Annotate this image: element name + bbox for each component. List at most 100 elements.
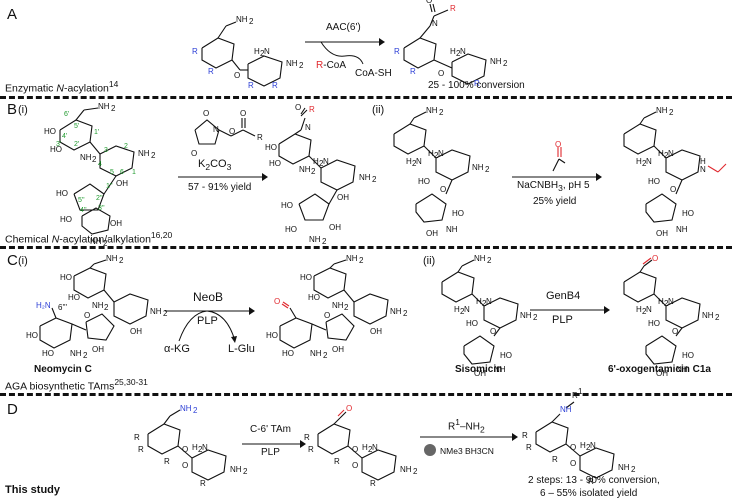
svg-text:O: O (182, 461, 188, 470)
svg-text:2: 2 (163, 309, 168, 318)
svg-text:O: O (352, 445, 358, 454)
svg-text:NH: NH (490, 57, 502, 66)
svg-text:OH: OH (130, 327, 142, 336)
svg-text:O: O (570, 443, 576, 452)
svg-text:R: R (192, 47, 198, 56)
yield-b-ii: 25% yield (533, 196, 577, 207)
enzyme-label-neob: NeoB (193, 290, 224, 304)
svg-text:OH: OH (92, 345, 104, 354)
svg-text:O: O (240, 109, 246, 118)
result-d-line-2: 6 – 55% isolated yield (540, 488, 638, 499)
svg-text:NH: NH (702, 311, 714, 320)
compound-name-6-oxogentamicin: 6'-oxogentamicin C1a (608, 364, 711, 375)
svg-text:R: R (200, 479, 206, 488)
svg-text:OH: OH (332, 345, 344, 354)
svg-text:R: R (304, 433, 310, 442)
svg-text:2: 2 (664, 299, 669, 308)
svg-text:R: R (526, 443, 532, 452)
svg-text:6''': 6''' (58, 303, 68, 312)
svg-text:HO: HO (308, 293, 320, 302)
reaction-arrow-b-i (178, 173, 268, 181)
reaction-arrow-c-ii (530, 306, 610, 314)
reaction-arrow-b-ii (512, 173, 602, 181)
svg-text:2: 2 (631, 465, 636, 474)
svg-text:H: H (313, 157, 319, 166)
svg-text:NH: NH (92, 301, 104, 310)
svg-text:NH: NH (230, 465, 242, 474)
svg-text:N: N (700, 165, 706, 174)
svg-text:OH: OH (116, 179, 128, 188)
svg-text:H: H (362, 443, 368, 452)
svg-text:HO: HO (56, 189, 68, 198)
svg-text:2: 2 (103, 239, 108, 248)
svg-text:N: N (202, 443, 208, 452)
svg-text:O: O (295, 103, 301, 112)
cosubstrate-akg: α-KG (164, 343, 190, 355)
svg-text:R: R (334, 457, 340, 466)
svg-text:NH: NH (286, 59, 298, 68)
cofactor-plp-c-ii: PLP (552, 314, 573, 326)
svg-text:N: N (668, 297, 674, 306)
svg-text:OH: OH (370, 327, 382, 336)
svg-text:HO: HO (50, 145, 62, 154)
svg-text:N: N (668, 149, 674, 158)
svg-text:HO: HO (682, 351, 694, 360)
svg-text:R: R (257, 133, 263, 142)
svg-text:O: O (555, 140, 561, 149)
reaction-arrow-c-i (165, 307, 255, 343)
svg-text:R: R (588, 477, 594, 486)
svg-text:2: 2 (124, 143, 128, 150)
reagent-b-i: K2CO3 (198, 158, 232, 173)
svg-text:NH: NH (426, 106, 438, 115)
svg-text:HO: HO (452, 209, 464, 218)
svg-text:NH: NH (98, 102, 110, 111)
enzyme-label-aac: AAC(6') (326, 22, 361, 33)
svg-text:4': 4' (62, 133, 67, 140)
svg-text:2: 2 (669, 108, 674, 117)
yield-b-i: 57 - 91% yield (188, 182, 252, 193)
svg-text:2: 2 (368, 445, 373, 454)
compound-name-sisomicin: Sisomicin (455, 364, 503, 375)
svg-text:HO: HO (682, 209, 694, 218)
svg-text:HO: HO (648, 319, 660, 328)
svg-text:NH: NH (332, 301, 344, 310)
panel-letter-b: B (7, 101, 18, 118)
svg-text:H: H (700, 157, 706, 166)
svg-text:N: N (486, 297, 492, 306)
svg-text:2: 2 (456, 49, 461, 58)
svg-text:2: 2 (403, 309, 408, 318)
svg-text:OH: OH (426, 229, 438, 238)
svg-text:HO: HO (466, 319, 478, 328)
svg-text:OH: OH (656, 229, 668, 238)
svg-text:5'': 5'' (78, 197, 85, 204)
svg-text:O: O (670, 185, 676, 194)
enzyme-label-c6-tam: C-6' TAm (250, 424, 291, 435)
svg-text:R: R (552, 455, 558, 464)
svg-text:2: 2 (642, 159, 647, 168)
svg-text:N: N (432, 19, 438, 28)
svg-text:R: R (248, 81, 254, 90)
svg-text:NH: NH (359, 173, 371, 182)
svg-text:NH: NH (90, 237, 102, 246)
svg-text:2: 2 (359, 256, 364, 265)
svg-text:3': 3' (56, 141, 61, 148)
svg-text:R: R (138, 445, 144, 454)
svg-text:H: H (580, 441, 586, 450)
svg-text:2: 2 (193, 406, 198, 415)
svg-text:R: R (370, 479, 376, 488)
svg-text:HO: HO (44, 127, 56, 136)
svg-text:N: N (416, 157, 422, 166)
svg-text:OH: OH (656, 369, 668, 378)
sub-label-c-ii: (ii) (423, 255, 436, 267)
svg-text:HO: HO (282, 349, 294, 358)
svg-text:2: 2 (482, 299, 487, 308)
svg-text:HO: HO (26, 331, 38, 340)
svg-text:NH: NH (676, 225, 688, 234)
svg-text:HO: HO (500, 351, 512, 360)
svg-text:OH: OH (110, 219, 122, 228)
